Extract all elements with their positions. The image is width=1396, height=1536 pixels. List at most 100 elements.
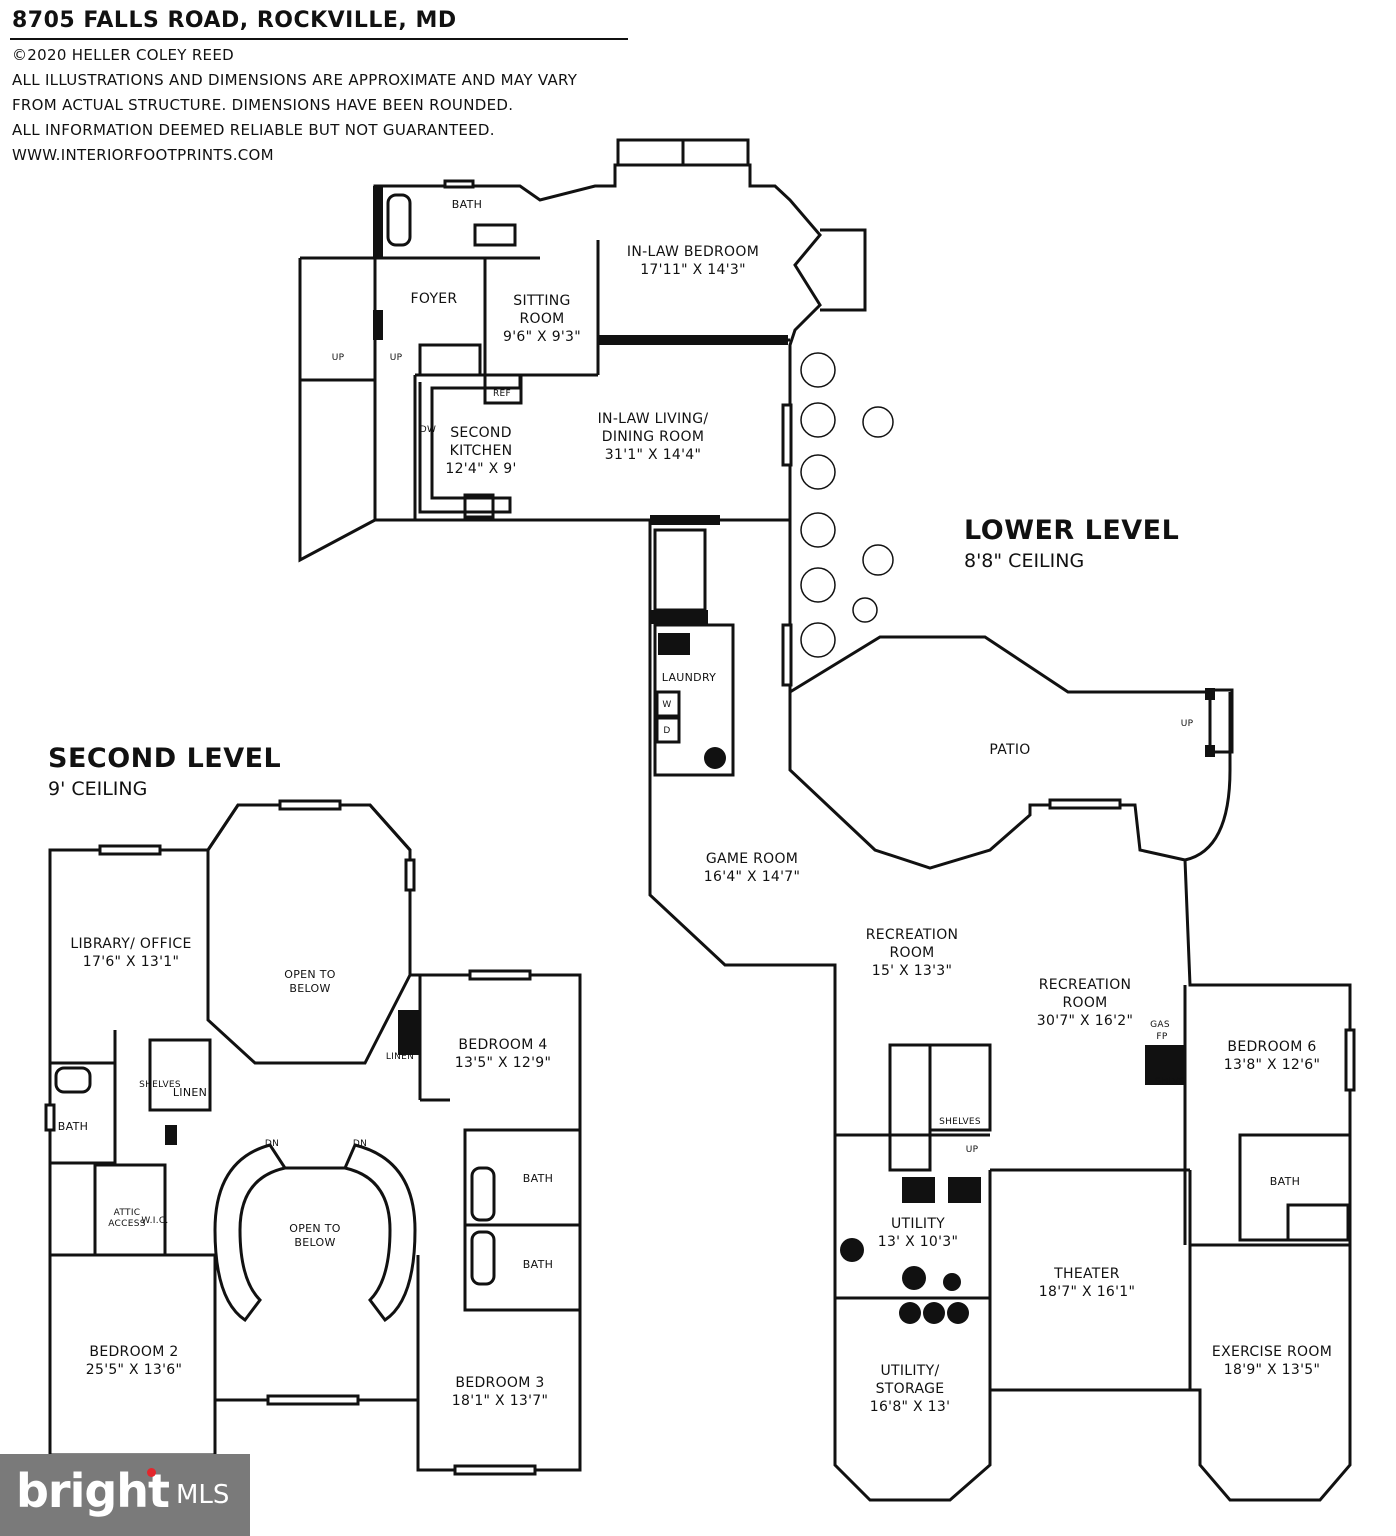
room-recreation-a-dims: 15' X 13'3"	[871, 963, 953, 979]
disclaimer-line-2: FROM ACTUAL STRUCTURE. DIMENSIONS HAVE B…	[12, 96, 514, 114]
room-wic: W.I.C.	[141, 1216, 169, 1226]
window-octagon-top	[278, 799, 342, 811]
closet-top	[418, 343, 482, 377]
boiler	[840, 1238, 864, 1262]
room-bedroom-2-name: BEDROOM 2	[89, 1344, 179, 1360]
room-utility-storage-dims: 16'8" X 13'	[869, 1399, 951, 1415]
vanity-top	[473, 223, 517, 247]
wall-fill-bath-left	[165, 1125, 177, 1145]
room-bedroom-3-name: BEDROOM 3	[455, 1375, 545, 1391]
room-sitting: SITTING ROOM 9'6" X 9'3"	[503, 292, 581, 346]
tank-5	[947, 1302, 969, 1324]
second-level-heading: SECOND LEVEL 9' CEILING	[48, 743, 281, 800]
room-utility-storage: UTILITY/ STORAGE 16'8" X 13'	[870, 1362, 950, 1416]
tag-fp: FP	[1156, 1032, 1168, 1042]
linen-closet-mid	[653, 528, 707, 612]
room-shelves: SHELVES	[139, 1080, 181, 1090]
tank-4	[923, 1302, 945, 1324]
laundry-corridor-outline	[648, 520, 1352, 1502]
room-inlaw-bedroom: IN-LAW BEDROOM 17'11" X 14'3"	[627, 243, 759, 279]
mls-suffix: MLS	[176, 1480, 230, 1510]
room-exercise: EXERCISE ROOM 18'9" X 13'5"	[1212, 1343, 1332, 1379]
equipment-1	[902, 1177, 935, 1203]
room-second-kitchen-line2: KITCHEN	[449, 443, 513, 459]
room-exercise-dims: 18'9" X 13'5"	[1223, 1362, 1321, 1378]
room-recreation-a: RECREATION ROOM 15' X 13'3"	[866, 926, 959, 980]
window-living-1	[781, 403, 793, 467]
deck-outline	[820, 228, 867, 312]
room-recreation-b-line1: RECREATION	[1038, 977, 1132, 993]
copyright-line: ©2020 HELLER COLEY REED	[12, 46, 234, 64]
wall-fill-bath	[373, 186, 383, 258]
room-second-kitchen-dims: 12'4" X 9'	[445, 461, 517, 477]
label-open-bottom: OPEN TO BELOW	[289, 1222, 340, 1250]
window-bed6	[1344, 1028, 1356, 1092]
room-attic-line1: ATTIC	[113, 1208, 141, 1218]
lower-level-ceiling: 8'8" CEILING	[964, 550, 1085, 572]
room-bedroom-6-name: BEDROOM 6	[1227, 1039, 1317, 1055]
room-second-kitchen: SECOND KITCHEN 12'4" X 9'	[445, 424, 516, 478]
room-bath-top: BATH	[451, 198, 483, 211]
tag-shelves: SHELVES	[939, 1117, 981, 1127]
window-bed4	[468, 969, 532, 981]
open-below-octagon	[206, 803, 412, 1065]
shrub	[800, 352, 836, 388]
room-theater: THEATER 18'7" X 16'1"	[1039, 1265, 1135, 1301]
room-inlaw-living-line2: DINING ROOM	[601, 429, 705, 445]
label-open-bottom-line1: OPEN TO	[289, 1222, 341, 1235]
label-open-top: OPEN TO BELOW	[284, 968, 335, 996]
room-bedroom-6: BEDROOM 6 13'8" X 12'6"	[1224, 1038, 1320, 1074]
room-bedroom-2-dims: 25'5" X 13'6"	[85, 1362, 183, 1378]
room-bath-6: BATH	[1269, 1175, 1301, 1188]
wall-fill-octagon	[398, 1010, 420, 1055]
shower6	[1286, 1203, 1350, 1242]
window-octagon-right	[404, 858, 416, 892]
washer	[655, 690, 681, 718]
room-attic-line2: ACCESS	[108, 1219, 146, 1229]
room-bath-a: BATH	[522, 1172, 554, 1185]
shrub	[852, 597, 878, 623]
tank-1	[902, 1266, 926, 1290]
tank-3	[899, 1302, 921, 1324]
window-bath-left	[44, 1103, 56, 1132]
room-inlaw-living-dims: 31'1" X 14'4"	[604, 447, 702, 463]
room-bedroom-3: BEDROOM 3 18'1" X 13'7"	[452, 1374, 548, 1410]
room-laundry: LAUNDRY	[661, 671, 717, 684]
room-linen-a: LINEN	[172, 1086, 208, 1099]
tank-2	[943, 1273, 961, 1291]
room-bedroom-4-name: BEDROOM 4	[458, 1037, 548, 1053]
tag-up-stair: UP	[965, 1145, 979, 1155]
room-recreation-b: RECREATION ROOM 30'7" X 16'2"	[1037, 976, 1133, 1030]
laundry-sink	[658, 633, 690, 655]
tag-washer: W	[662, 700, 672, 710]
room-bath-b: BATH	[522, 1258, 554, 1271]
bath-left-room	[48, 1061, 117, 1165]
wall-fill-fp	[1145, 1045, 1185, 1085]
room-utility-dims: 13' X 10'3"	[877, 1234, 959, 1250]
wall-fill-laundry	[650, 610, 708, 624]
room-recreation-b-dims: 30'7" X 16'2"	[1036, 1013, 1134, 1029]
mls-brand: bright	[16, 1464, 170, 1518]
staircase-left	[213, 1143, 288, 1323]
shrub	[862, 544, 894, 576]
room-game-room-dims: 16'4" X 14'7"	[703, 869, 801, 885]
room-utility: UTILITY 13' X 10'3"	[878, 1215, 958, 1251]
window-bed3	[453, 1464, 537, 1476]
room-sitting-line1: SITTING	[513, 293, 571, 309]
room-bedroom-2: BEDROOM 2 25'5" X 13'6"	[86, 1343, 182, 1379]
wall-fill-inlaw	[598, 335, 788, 345]
room-inlaw-living: IN-LAW LIVING/ DINING ROOM 31'1" X 14'4"	[598, 410, 709, 464]
bathtub-b	[470, 1230, 496, 1286]
bath-b-room	[463, 1223, 582, 1312]
ref-box	[483, 373, 523, 405]
shrub	[800, 622, 836, 658]
second-level-title: SECOND LEVEL	[48, 743, 282, 774]
room-bedroom-4: BEDROOM 4 13'5" X 12'9"	[455, 1036, 551, 1072]
dryer	[655, 716, 681, 744]
room-game-room-name: GAME ROOM	[705, 851, 799, 867]
tag-up-2: UP	[389, 353, 403, 363]
shrub	[800, 567, 836, 603]
room-utility-storage-line1: UTILITY/	[880, 1363, 940, 1379]
room-utility-name: UTILITY	[890, 1216, 946, 1232]
